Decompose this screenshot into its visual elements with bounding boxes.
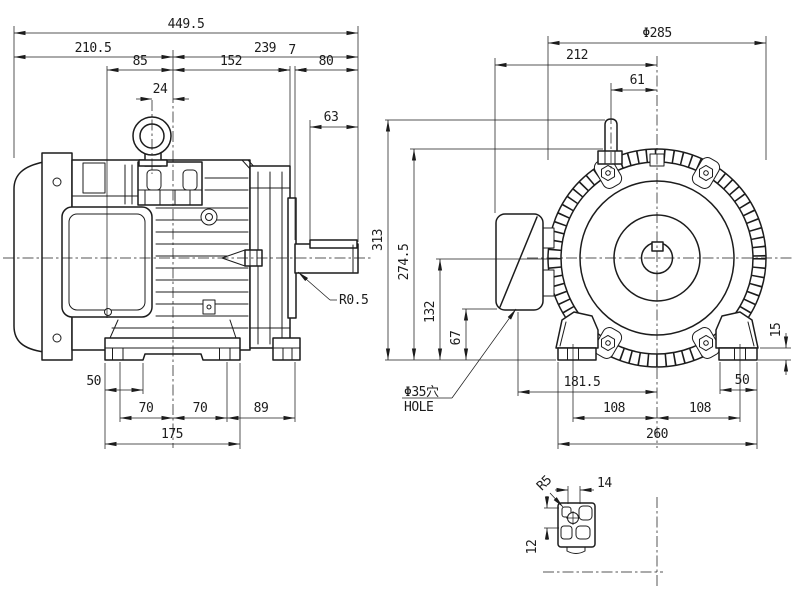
dim-foot-to-center: 85 <box>107 54 173 73</box>
cover-bolt-hole <box>52 177 62 187</box>
dim-text: 89 <box>254 401 269 416</box>
dim-text: 274.5 <box>397 244 412 281</box>
dim-frame-diameter: Φ285 <box>548 26 766 46</box>
cover-bolt-hole <box>52 333 62 343</box>
dim-text: 50 <box>86 374 101 389</box>
dim-text: 14 <box>597 476 612 491</box>
dim-center-to-flange: 152 <box>173 54 290 73</box>
dim-text: 67 <box>449 331 464 346</box>
dim-text: Φ285 <box>642 26 671 41</box>
dim-foot-pitch-rear: 70 <box>120 401 173 421</box>
dim-box-bottom-height: 67 <box>449 309 469 360</box>
keyway <box>651 241 664 252</box>
dim-eyebolt-offset-front: 61 <box>611 73 657 93</box>
dim-foot-to-shoulder: 89 <box>227 401 295 421</box>
side-view <box>3 92 372 448</box>
dim-text: 152 <box>220 54 242 69</box>
dim-foot-pitch-left: 108 <box>573 401 657 421</box>
dim-hole-to-center: 181.5 <box>518 375 657 395</box>
dim-text: 108 <box>689 401 711 416</box>
eyebolt-pedestal <box>137 161 203 206</box>
dim-eyebolt-offset: 24 <box>136 82 189 102</box>
dim-shaft-length: 80 <box>295 54 358 73</box>
shaft-key <box>309 239 358 249</box>
dim-box-to-center: 212 <box>495 48 657 68</box>
dim-pad-width-front: 50 <box>720 373 757 393</box>
foot-pad <box>557 347 597 361</box>
dim-text: 12 <box>525 540 540 555</box>
dim-text: 80 <box>319 54 334 69</box>
hole-note-jp: Φ35穴 <box>404 385 439 400</box>
rib-boss <box>202 299 216 315</box>
dim-text: 108 <box>603 401 625 416</box>
dim-text: R0.5 <box>339 293 368 308</box>
dimensions-front-view: Φ285 212 61 313 274.5 132 67 15 <box>371 26 791 449</box>
dim-overall-length: 449.5 <box>14 17 358 36</box>
dim-text: 212 <box>566 48 588 63</box>
terminal-box-front <box>495 213 555 311</box>
dim-text: 24 <box>153 82 168 97</box>
drain-hole <box>104 308 112 316</box>
dim-key-length: 63 <box>310 110 358 130</box>
dim-text: 181.5 <box>564 375 601 390</box>
dim-foot-length: 175 <box>105 427 240 447</box>
feet-front <box>555 311 759 361</box>
dim-slot-width: 14 <box>555 476 613 493</box>
dim-front-length: 239 <box>173 41 358 60</box>
dim-total-height: 313 <box>371 120 391 360</box>
dim-text: 70 <box>193 401 208 416</box>
front-view <box>495 56 792 448</box>
dim-slot-offset: 12 <box>525 496 550 555</box>
leader-gland-hole: Φ35穴 HOLE <box>402 308 517 415</box>
dimensions-side-view: 449.5 210.5 239 85 152 7 80 <box>13 17 369 449</box>
dim-text: 85 <box>133 54 148 69</box>
dim-pad-thickness: 15 <box>769 323 789 375</box>
dim-text: 61 <box>630 73 645 88</box>
box-cover-edge <box>499 216 538 308</box>
dim-text: 313 <box>371 229 386 251</box>
dim-foot-pitch-front: 70 <box>173 401 227 421</box>
dim-spigot-step: 7 <box>277 43 308 73</box>
dim-foot-span: 260 <box>558 427 757 447</box>
foot-pad <box>718 347 758 361</box>
feet-side <box>104 319 301 361</box>
leader-shaft-fillet: R0.5 <box>297 271 369 308</box>
rib-boss <box>200 208 218 226</box>
dim-pad-width-side: 50 <box>86 374 143 393</box>
dim-text: R5 <box>534 473 555 494</box>
dim-rear-length: 210.5 <box>14 41 173 60</box>
front-foot <box>272 337 301 361</box>
dim-shaft-height: 132 <box>423 259 443 360</box>
dim-text: 132 <box>423 301 438 323</box>
dim-text: 239 <box>254 41 276 56</box>
eyebolt-front <box>597 113 623 172</box>
hole-note-en: HOLE <box>404 400 433 415</box>
dim-foot-pitch-right: 108 <box>657 401 740 421</box>
dim-text: 210.5 <box>75 41 112 56</box>
dim-text: 50 <box>735 373 750 388</box>
dim-text: 175 <box>161 427 183 442</box>
dim-text: 63 <box>324 110 339 125</box>
dim-text: 7 <box>288 43 295 58</box>
dim-text: 70 <box>139 401 154 416</box>
dim-text: 260 <box>646 427 668 442</box>
foot-slot-detail <box>543 497 663 587</box>
dim-body-top-height: 274.5 <box>397 149 417 360</box>
dim-text: 449.5 <box>168 17 205 32</box>
dim-text: 15 <box>769 323 784 338</box>
